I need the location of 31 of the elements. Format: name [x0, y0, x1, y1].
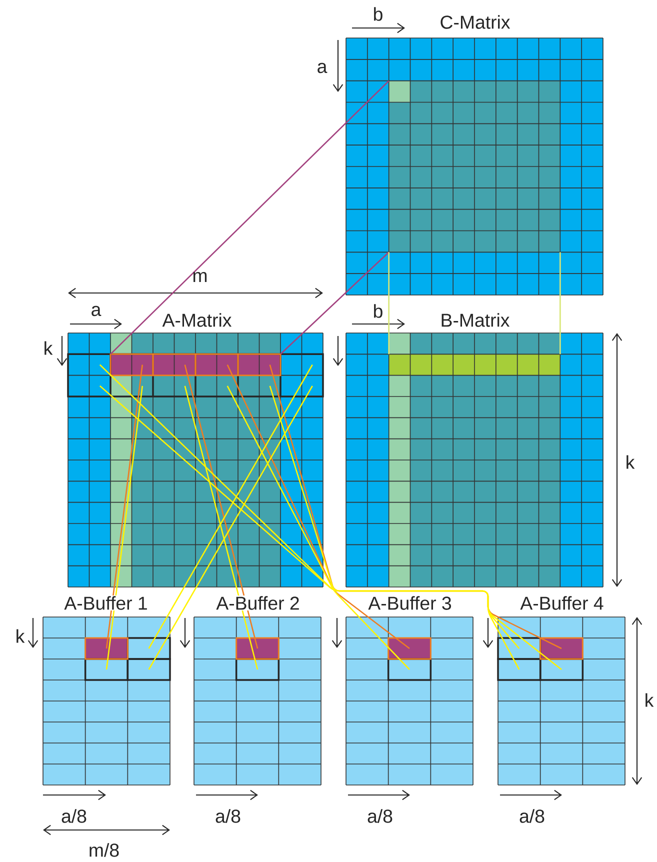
- connector-line: [388, 252, 390, 354]
- matrix-grid: [346, 616, 474, 786]
- matrix-title: A-Buffer 1: [63, 596, 149, 611]
- matrix-title: A-Buffer 3: [367, 596, 453, 611]
- dimension-label: a/8: [62, 809, 86, 823]
- matrix-grid: [497, 616, 626, 786]
- dimension-label: k: [626, 455, 635, 469]
- dimension-label: k: [16, 629, 25, 643]
- dimension-label: a/8: [216, 809, 240, 823]
- dimension-label: m: [193, 272, 207, 282]
- dimension-label: a: [318, 62, 328, 74]
- matrix-grid: [346, 38, 604, 296]
- matrix-grid: [42, 616, 171, 786]
- matrix-title: A-Buffer 2: [215, 596, 301, 611]
- connector-line: [560, 252, 561, 354]
- matrix-title: A-Buffer 4: [520, 596, 605, 611]
- matrix-grid: [67, 332, 324, 588]
- dimension-label: b: [374, 7, 382, 21]
- matrix-grid: [346, 332, 604, 588]
- matrix-title: B-Matrix: [440, 312, 510, 328]
- dimension-label: a/8: [520, 809, 544, 823]
- connector-line: [280, 252, 390, 355]
- dimension-label: a/8: [368, 809, 392, 823]
- matrix-title: A-Matrix: [162, 312, 232, 328]
- dimension-label: a: [92, 306, 102, 316]
- dimension-label: k: [646, 693, 654, 707]
- matrix-grid: [194, 616, 322, 786]
- dimension-label: b: [374, 304, 382, 318]
- dimension-label: m/8: [90, 843, 119, 857]
- connector-line: [110, 80, 390, 355]
- matrix-title: C-Matrix: [439, 14, 511, 30]
